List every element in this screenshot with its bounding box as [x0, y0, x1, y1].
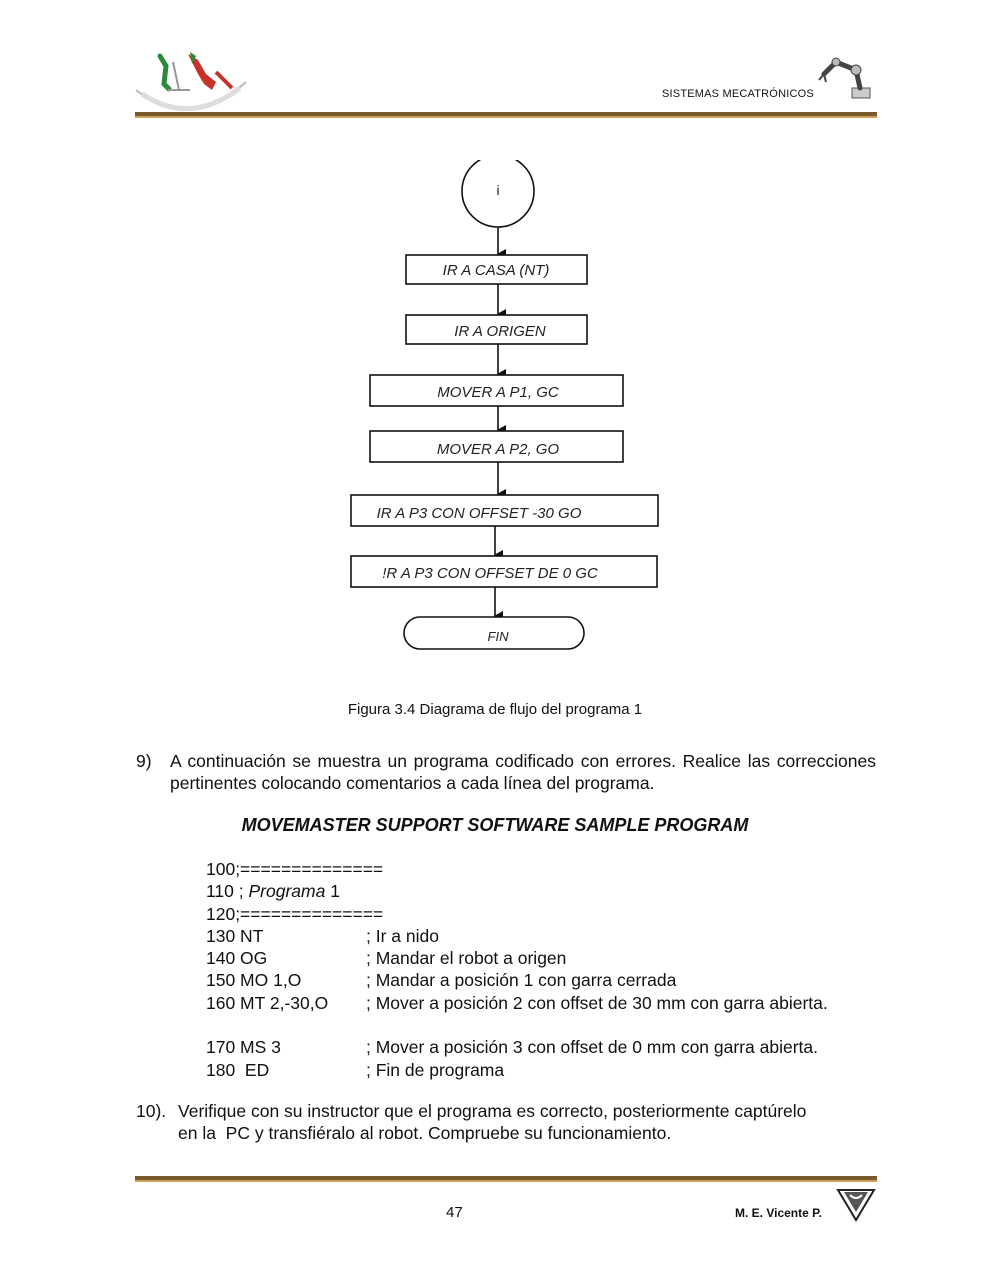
code-separator: 100;============== — [206, 859, 384, 879]
flow-start-label: i — [496, 182, 499, 198]
code-program-number: 1 — [325, 881, 340, 902]
code-comment: ; Mover a posición 2 con offset de 30 mm… — [366, 992, 828, 1013]
robot-arm-icon — [816, 52, 876, 104]
code-comment-line: 110 ; Programa 1 — [206, 880, 340, 902]
exercise-9: 9) A continuación se muestra un programa… — [136, 750, 876, 794]
flow-step-1: IR A CASA (NT) — [405, 254, 588, 285]
code-comment: ; Ir a nido — [366, 925, 439, 946]
code-command: 130 NT — [206, 925, 264, 946]
code-command: 150 MO 1,O — [206, 970, 302, 991]
code-program-word: Programa — [248, 881, 326, 902]
exercise-10-text: Verifique con su instructor que el progr… — [178, 1101, 812, 1143]
flow-end-node: FIN — [403, 616, 585, 650]
flow-step-6-label: !R A P3 CON OFFSET DE 0 GC — [382, 565, 598, 582]
flow-step-1-label: IR A CASA (NT) — [443, 262, 550, 279]
code-comment: ; Mover a posición 3 con offset de 0 mm … — [366, 1037, 818, 1058]
flow-step-5: IR A P3 CON OFFSET -30 GO — [350, 494, 659, 527]
flow-start-node: i — [461, 154, 535, 228]
code-comment: ; Mandar a posición 1 con garra cerrada — [366, 970, 677, 991]
flow-end-label: FIN — [488, 629, 510, 644]
institute-seal-icon — [128, 42, 253, 117]
program-title: MOVEMASTER SUPPORT SOFTWARE SAMPLE PROGR… — [241, 815, 749, 835]
footer-rule — [135, 1176, 877, 1182]
triangle-emblem-icon — [836, 1186, 876, 1222]
flowchart: i IR A CASA (NT) IR A ORIGEN MOVER A P1,… — [340, 154, 670, 660]
flow-step-6: !R A P3 CON OFFSET DE 0 GC — [350, 555, 658, 588]
flow-step-4: MOVER A P2, GO — [369, 430, 624, 463]
flow-step-4-label: MOVER A P2, GO — [437, 441, 560, 458]
exercise-10-number: 10). — [136, 1101, 167, 1121]
code-command: 160 MT 2,-30,O — [206, 992, 329, 1013]
exercise-10: 10). Verifique con su instructor que el … — [136, 1100, 876, 1144]
flow-step-3: MOVER A P1, GC — [369, 374, 624, 407]
code-comment: ; Fin de programa — [366, 1059, 505, 1080]
code-command: 180 ED — [206, 1059, 270, 1080]
flow-step-3-label: MOVER A P1, GC — [437, 384, 559, 401]
code-comment: ; Mandar el robot a origen — [366, 948, 567, 969]
page-number: 47 — [446, 1204, 463, 1221]
code-command: 170 MS 3 — [206, 1037, 281, 1058]
exercise-9-number: 9) — [136, 751, 152, 771]
code-line-number: 110 ; — [206, 881, 249, 902]
figure-caption: Figura 3.4 Diagrama de flujo del program… — [347, 701, 643, 718]
code-command: 140 OG — [206, 948, 268, 969]
header-rule — [135, 112, 877, 118]
flow-step-5-label: IR A P3 CON OFFSET -30 GO — [377, 505, 582, 522]
exercise-9-text: A continuación se muestra un programa co… — [170, 751, 876, 793]
code-separator: 120;============== — [206, 903, 384, 924]
header-title: SISTEMAS MECATRÓNICOS — [662, 88, 814, 100]
flow-step-2-label: IR A ORIGEN — [454, 323, 546, 340]
author-name: M. E. Vicente P. — [735, 1206, 822, 1220]
flow-step-2: IR A ORIGEN — [405, 314, 588, 345]
